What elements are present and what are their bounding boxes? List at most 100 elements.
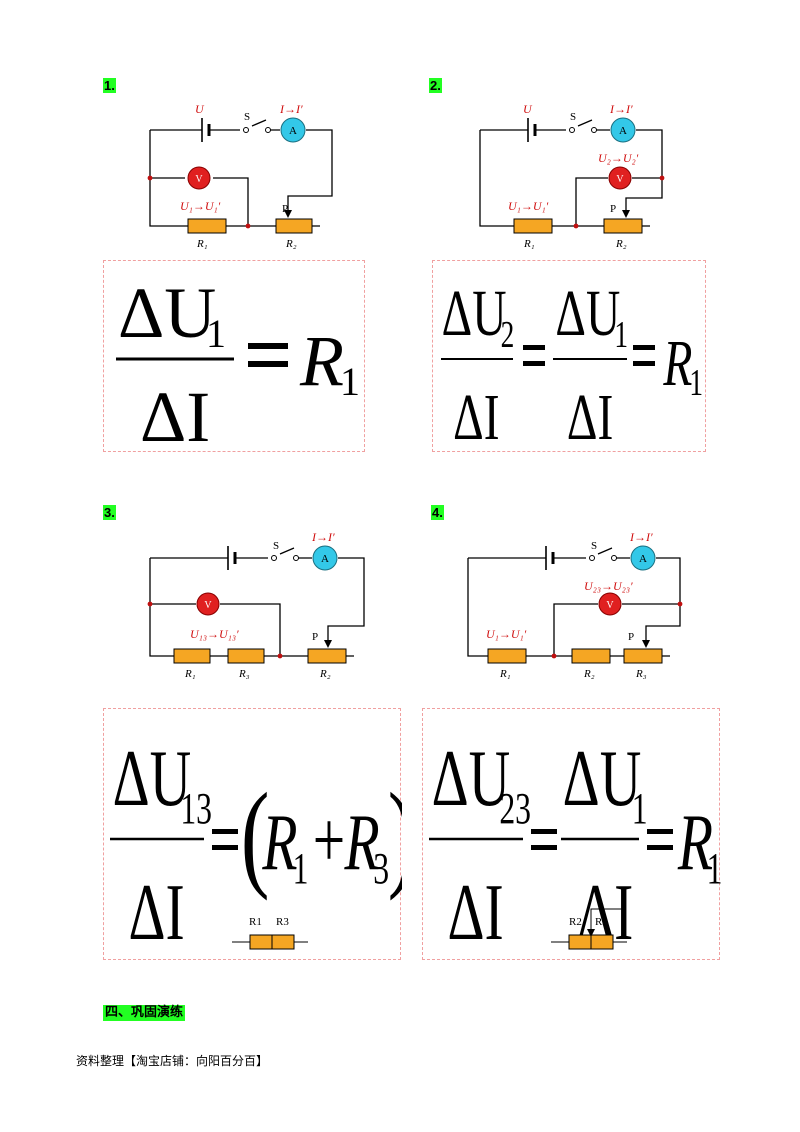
svg-text:2: 2 [501,314,515,356]
ammeter-icon [312,545,338,571]
svg-text:R1: R1 [249,916,262,928]
svg-text:23: 23 [499,785,531,833]
problem-number-1: 1. [103,78,116,93]
voltmeter-icon [608,166,632,190]
svg-text:ΔI: ΔI [567,382,613,453]
svg-text:R₃: R₃ [238,668,250,680]
resistor-r3 [227,648,265,664]
resistor-r1 [173,648,211,664]
svg-text:ΔU: ΔU [563,735,642,823]
svg-text:S: S [273,540,279,552]
svg-text:U: U [523,102,533,116]
svg-text:1: 1 [293,845,309,893]
svg-text:R3: R3 [595,916,608,928]
resistor-r2 [307,648,347,664]
ammeter-icon [280,117,306,143]
svg-text:V: V [204,600,212,611]
svg-text:V: V [606,600,614,611]
svg-text:+: + [313,797,345,885]
svg-text:P: P [628,631,634,643]
svg-text:1: 1 [206,311,226,356]
svg-text:R3: R3 [276,916,289,928]
resistor-r2 [603,218,643,234]
label-u13: U₁₃→U₁₃′ [190,627,239,641]
svg-text:13: 13 [180,785,212,833]
problem-number-2: 2. [429,78,442,93]
formula-numerator: ΔU [118,273,216,353]
svg-text:ΔU: ΔU [555,278,620,350]
svg-text:U₁→U₁′: U₁→U₁′ [508,199,549,213]
label-current: I→I′ [279,102,303,116]
svg-text:A: A [321,553,329,565]
ammeter-icon [610,117,636,143]
svg-text:R: R [299,321,344,401]
resistor-r2 [275,218,313,234]
svg-text:R₂: R₂ [285,238,297,250]
circuit-diagram-1: A V U S I→I′ U₁→U₁′ P R₁ R₂ [147,102,333,250]
svg-text:ΔI: ΔI [447,869,503,957]
svg-text:I→I′: I→I′ [629,530,653,544]
svg-text:S: S [591,540,597,552]
svg-text:ΔI: ΔI [453,382,499,453]
svg-text:ΔU: ΔU [442,278,507,350]
svg-text:A: A [619,125,627,137]
formula-box-4: ΔU 23 ΔI ΔU 1 ΔI R 1 R2 R3 [422,708,721,960]
voltmeter-icon [187,166,211,190]
svg-text:3: 3 [373,845,389,893]
resistor-r1 [513,218,553,234]
svg-text:R₁: R₁ [196,238,208,250]
svg-text:ΔU: ΔU [113,735,192,823]
voltmeter-icon [598,592,622,616]
svg-text:1: 1 [707,845,721,893]
inset-resistors-r2-r3: R2 R3 [551,908,627,950]
svg-text:A: A [639,553,647,565]
svg-text:P: P [282,203,288,215]
label-u1: U₁→U₁′ [180,199,221,213]
inset-resistors-r1-r3: R1 R3 [232,916,308,950]
svg-text:P: P [610,203,616,215]
svg-text:ΔI: ΔI [128,869,184,957]
svg-text:R₁: R₁ [499,668,511,680]
svg-text:): ) [388,768,402,901]
formula-box-1: ΔU 1 ΔI R 1 [103,260,365,453]
problem-number-4: 4. [431,505,444,520]
svg-text:1: 1 [340,359,360,404]
svg-text:R: R [663,328,693,400]
svg-text:1: 1 [632,785,648,833]
resistor-r1 [487,648,527,664]
circuit-diagram-2: A V U S I→I′ U₂→U₂′ U₁→U₁′ P R₁ R₂ [479,102,665,250]
svg-text:R2: R2 [569,916,582,928]
svg-text:I→I′: I→I′ [311,530,335,544]
svg-text:U₁→U₁′: U₁→U₁′ [486,627,527,641]
svg-text:ΔU: ΔU [432,735,511,823]
svg-text:R₁: R₁ [184,668,196,680]
svg-text:1: 1 [614,314,628,356]
problem-number-3: 3. [103,505,116,520]
svg-text:(: ( [241,768,270,901]
voltmeter-icon [196,592,220,616]
svg-text:R: R [344,799,380,887]
formula-denominator: ΔI [140,377,210,453]
svg-text:R₂: R₂ [583,668,595,680]
svg-text:A: A [289,125,297,137]
resistor-r1 [187,218,227,234]
label-u: U [195,102,205,116]
resistor-r2 [571,648,611,664]
ammeter-icon [630,545,656,571]
svg-text:R: R [677,799,713,887]
svg-text:R₂: R₂ [319,668,331,680]
svg-text:1: 1 [689,362,703,404]
svg-text:V: V [616,174,624,185]
section-title: 四、巩固演练 [103,1005,186,1021]
formula-box-3: ΔU 13 ΔI ( R 1 + R 3 ) R1 R3 [103,708,402,960]
resistor-r3 [623,648,663,664]
svg-text:P: P [312,631,318,643]
label-u23: U₂₃→U₂₃′ [584,579,633,593]
svg-text:S: S [570,111,576,123]
circuit-diagram-4: A V S I→I′ U₂₃→U₂₃′ U₁→U₁′ P R₁ R₂ R₃ [467,530,683,680]
svg-text:I→I′: I→I′ [609,102,633,116]
circuit-diagram-3: A V S I→I′ U₁₃→U₁₃′ P R₁ R₃ R₂ [147,530,365,680]
svg-text:R: R [262,799,298,887]
footer-text: 资料整理【淘宝店铺：向阳百分百】 [76,1054,269,1068]
label-u2: U₂→U₂′ [598,151,639,165]
